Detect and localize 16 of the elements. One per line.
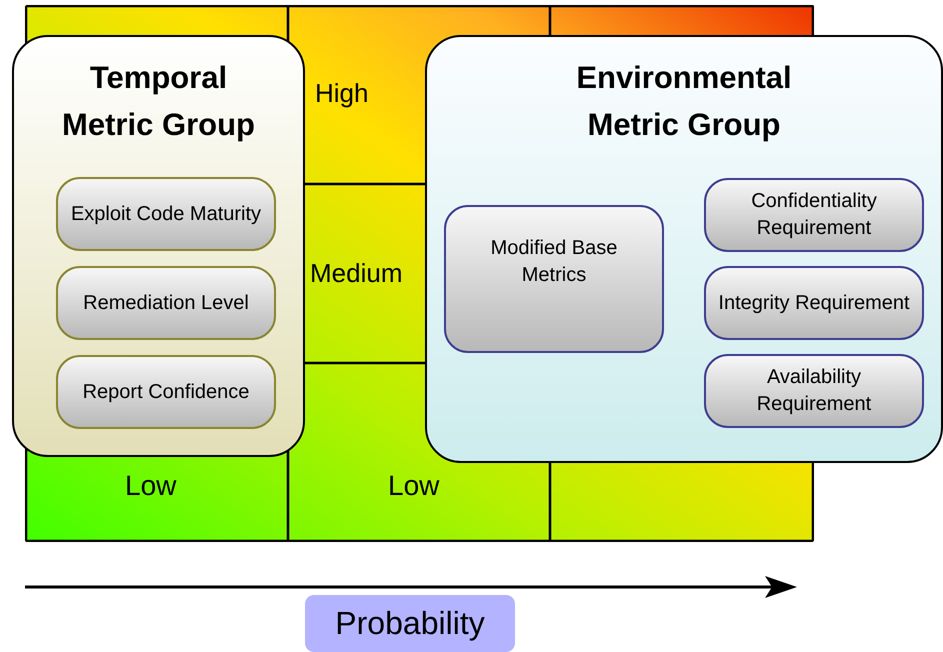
metric-box: Confidentiality Requirement xyxy=(704,178,924,252)
metric-group-card xyxy=(12,35,305,457)
metric-box: Availability Requirement xyxy=(704,354,924,428)
metric-group-card xyxy=(425,35,943,463)
metric-box: Integrity Requirement xyxy=(704,266,924,340)
metric-box: Remediation Level xyxy=(56,266,276,340)
card-title: Temporal Metric Group xyxy=(61,59,256,144)
risk-level-label: Low xyxy=(388,470,440,502)
risk-level-label: Low xyxy=(125,470,176,502)
risk-level-label: Medium xyxy=(310,258,402,289)
metric-box: Report Confidence xyxy=(56,355,276,429)
card-title: Environmental Metric Group xyxy=(575,59,793,144)
metric-box: Exploit Code Maturity xyxy=(56,177,276,251)
axis-label: Probability xyxy=(305,595,515,652)
risk-level-label: High xyxy=(315,78,368,109)
metric-box: Modified Base Metrics xyxy=(444,205,664,353)
